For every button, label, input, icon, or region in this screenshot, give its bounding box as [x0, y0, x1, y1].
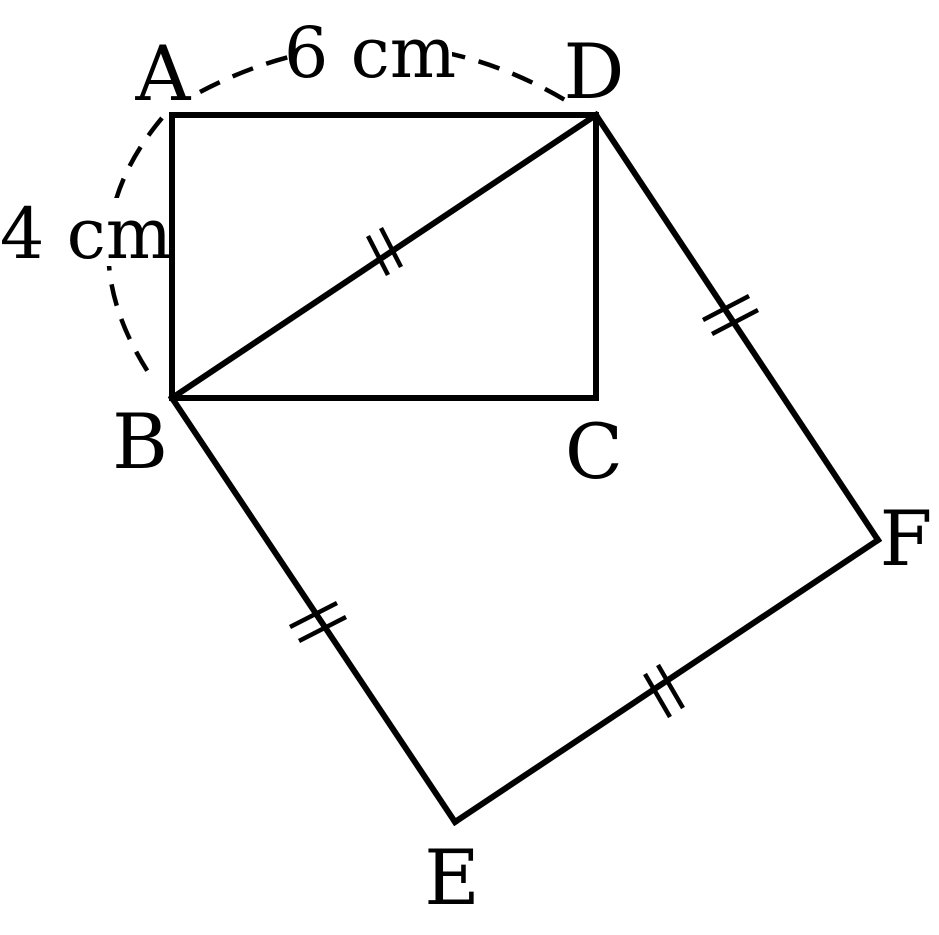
point-label-A: A [135, 29, 192, 118]
tick-mark-DF [701, 294, 760, 336]
segment-FD [591, 110, 883, 545]
tick-mark-BD [365, 226, 404, 277]
dimension-left-bg [6, 198, 166, 266]
tick-mark-BE [288, 600, 348, 644]
point-label-F: F [880, 494, 933, 583]
dimension-top-bg [288, 20, 452, 82]
point-label-E: E [424, 833, 479, 922]
segment-BE [167, 393, 460, 827]
segment-BD [167, 110, 601, 403]
point-label-C: C [565, 407, 623, 496]
tick-mark-EF [643, 663, 685, 719]
dashed-arc-left [106, 116, 164, 380]
dimension-left-label: 4 cm [0, 193, 172, 275]
dimension-top-label: 6 cm [284, 12, 456, 94]
point-label-D: D [564, 27, 625, 116]
point-label-B: B [112, 397, 168, 486]
